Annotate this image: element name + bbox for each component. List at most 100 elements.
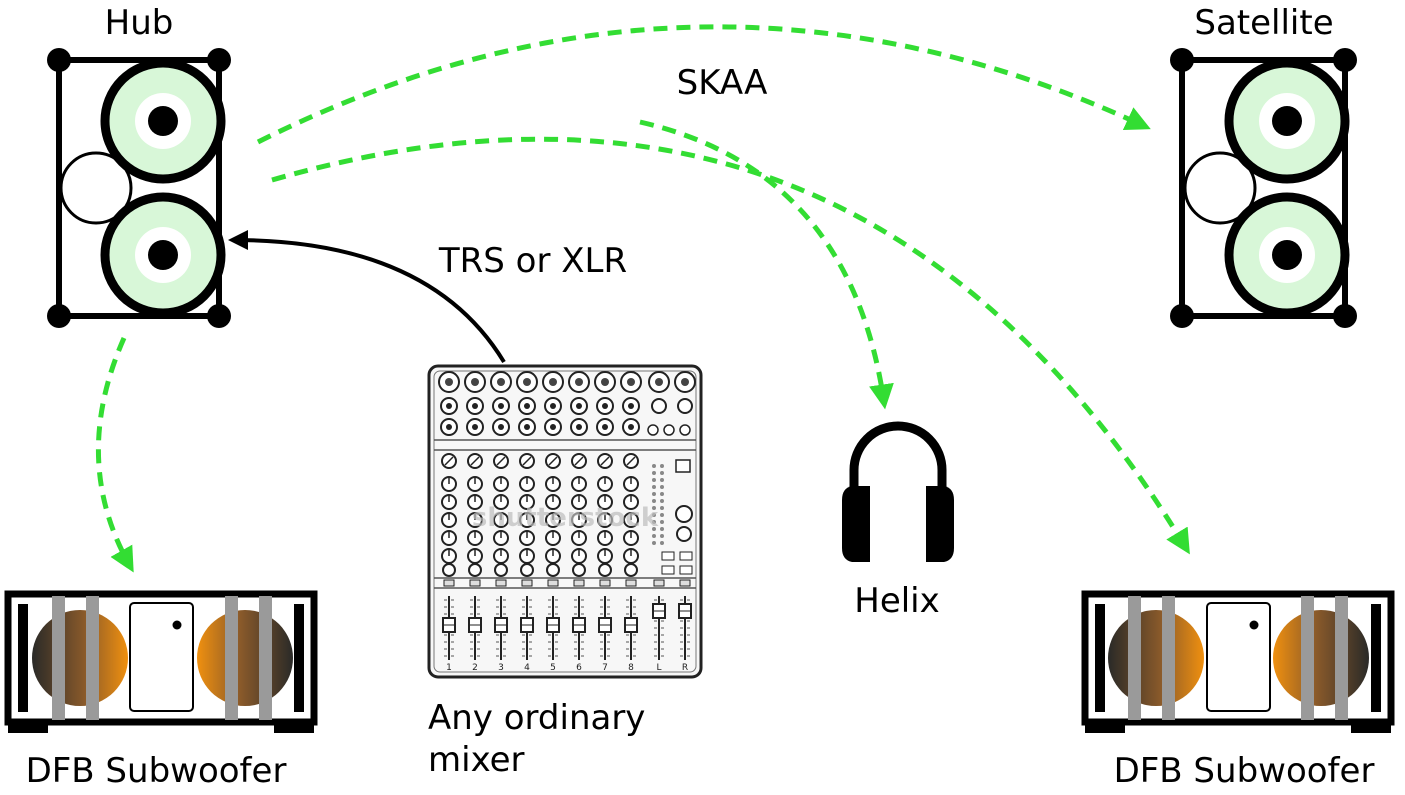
satellite-speaker	[1170, 48, 1357, 328]
mixer-rca-jack	[663, 424, 675, 436]
mixer-jack-hole	[576, 403, 582, 409]
mixer-jack-hole	[602, 403, 608, 409]
mixer-jack-hole	[602, 424, 608, 430]
mixer-jack-input	[651, 398, 667, 414]
satellite-label: Satellite	[1194, 3, 1333, 43]
mixer-mute-button	[547, 579, 559, 587]
mixer-mute-button	[573, 579, 585, 587]
mixer-power-switch	[675, 459, 691, 473]
mixer-meter-led	[652, 520, 656, 524]
mixer-jack-hole	[550, 403, 556, 409]
left-sub-control-panel	[129, 602, 194, 712]
mixer-label-line2: mixer	[428, 740, 525, 780]
mixer-channel-number: 2	[472, 663, 478, 673]
mixer-meter-led	[660, 506, 664, 510]
mixer-mute-button	[521, 579, 533, 587]
left-subwoofer	[4, 590, 318, 733]
helix-label: Helix	[854, 581, 940, 621]
mixer-meter-led	[660, 471, 664, 475]
mixer-xlr-pin	[681, 378, 689, 386]
mixer-meter-led	[660, 485, 664, 489]
mixer-channel-number: 7	[602, 663, 608, 673]
mixer-meter-led	[652, 464, 656, 468]
mixer-meter-led	[660, 492, 664, 496]
mixer-jack-hole	[472, 424, 478, 430]
mixer-pan-knob	[442, 563, 456, 577]
mixer-phones-knob	[675, 505, 693, 523]
link-hub-to-left-subwoofer	[96, 336, 134, 573]
right-sub-control-panel	[1206, 602, 1271, 712]
mixer-meter-led	[660, 534, 664, 538]
mixer-jack-hole	[550, 424, 556, 430]
mixer-knob-mark	[548, 456, 558, 466]
mixer-pan-knob	[468, 563, 482, 577]
mixer-master-button	[679, 551, 693, 561]
mixer-meter-led	[652, 492, 656, 496]
mixer-pan-knob	[546, 563, 560, 577]
mixer-rca-jack	[647, 424, 659, 436]
watermark: shutterstock	[472, 503, 659, 533]
mixer-meter-led	[660, 513, 664, 517]
mixer-jack-hole	[472, 403, 478, 409]
mixer-jack-hole	[498, 424, 504, 430]
mixer-channel-number: L	[656, 663, 661, 673]
mixer-xlr-pin	[575, 378, 583, 386]
link-hub-to-right-subwoofer	[271, 136, 1190, 555]
mixer-pan-knob	[494, 563, 508, 577]
mixer-meter-led	[652, 485, 656, 489]
mixer-xlr-pin	[497, 378, 505, 386]
mixer-xlr-pin	[655, 378, 663, 386]
link-hub-to-satellite	[256, 24, 1151, 145]
mixer-xlr-pin	[445, 378, 453, 386]
mixer-xlr-pin	[601, 378, 609, 386]
mixer-meter-led	[652, 506, 656, 510]
mixer-channel-number: 8	[628, 663, 634, 673]
right-subwoofer-label: DFB Subwoofer	[1114, 751, 1375, 791]
mixer-channel-number: 3	[498, 663, 504, 673]
mixer-channel-number: 1	[446, 663, 452, 673]
mixer-jack-hole	[524, 403, 530, 409]
mixer-jack-hole	[628, 424, 634, 430]
mixer-meter-led	[652, 478, 656, 482]
mixer-label-line1: Any ordinary	[428, 698, 645, 738]
mixer-pan-knob	[598, 563, 612, 577]
mixer-jack-input	[677, 398, 693, 414]
mixer-master-button	[661, 551, 675, 561]
mixer-knob-mark	[444, 456, 454, 466]
satellite-tweeter	[1183, 151, 1257, 225]
right-sub-cone-right	[1273, 610, 1369, 706]
mixer-knob-mark	[574, 456, 584, 466]
mixer-jack-hole	[446, 403, 452, 409]
mixer-xlr-pin	[471, 378, 479, 386]
mixer-meter-led	[652, 499, 656, 503]
mixer-pan-knob	[624, 563, 638, 577]
mixer-knob-mark	[626, 456, 636, 466]
mixer-jack-hole	[524, 424, 530, 430]
mixer-meter-led	[660, 520, 664, 524]
hub-speaker	[47, 48, 231, 328]
mixer-mute-button	[599, 579, 611, 587]
mixer-pan-knob	[520, 563, 534, 577]
mixer-channel-number: 6	[576, 663, 582, 673]
mixer-xlr-pin	[627, 378, 635, 386]
mixer-meter-led	[660, 464, 664, 468]
mixer-knob-mark	[496, 456, 506, 466]
right-subwoofer	[1081, 590, 1395, 733]
trs-xlr-cable	[228, 230, 506, 364]
mixer-jack-hole	[576, 424, 582, 430]
mixer-mute-button	[469, 579, 481, 587]
mixer-pan-knob	[572, 563, 586, 577]
mixer-meter-led	[652, 513, 656, 517]
mixer-mute-button	[625, 579, 637, 587]
mixer-mute-button	[495, 579, 507, 587]
mixer-meter-led	[660, 499, 664, 503]
mixer-knob-mark	[600, 456, 610, 466]
headphones-icon	[842, 421, 954, 562]
mixer-jack-hole	[498, 403, 504, 409]
left-subwoofer-label: DFB Subwoofer	[26, 751, 287, 791]
mixer-meter-led	[652, 541, 656, 545]
mixer-xlr-pin	[523, 378, 531, 386]
